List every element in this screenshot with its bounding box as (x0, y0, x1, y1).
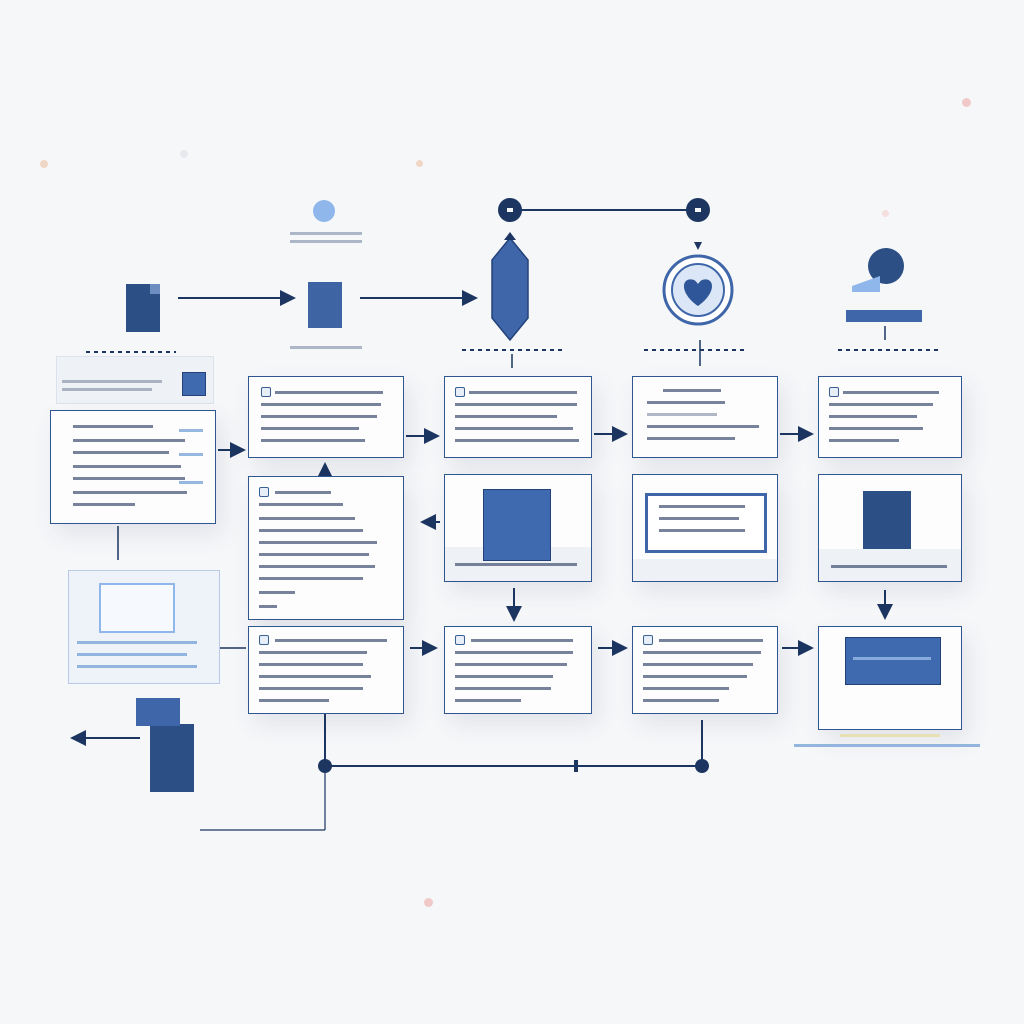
pedestal-block (150, 724, 194, 792)
input-stack-tab (182, 372, 206, 396)
preview-panel-2[interactable] (632, 474, 778, 582)
background-speck (882, 210, 889, 217)
pedestal-top (136, 698, 180, 726)
process-step-3[interactable] (632, 376, 778, 458)
process-step-4[interactable] (818, 376, 962, 458)
background-speck (416, 160, 423, 167)
junction-dot (695, 759, 709, 773)
background-speck (962, 98, 971, 107)
result-output[interactable] (818, 626, 962, 730)
process-step-1[interactable] (248, 376, 404, 458)
preview-panel-3[interactable] (818, 474, 962, 582)
background-speck (180, 150, 188, 158)
background-speck (40, 160, 48, 168)
database-caption (290, 346, 362, 349)
database-icon[interactable] (308, 282, 342, 328)
cloud-caption (290, 232, 362, 235)
review-panel[interactable] (248, 476, 404, 620)
result-output-caption (794, 744, 980, 747)
link-end-node-center (695, 208, 701, 212)
server-icon[interactable] (844, 246, 928, 326)
preview-panel-1[interactable] (444, 474, 592, 582)
junction-dot (318, 759, 332, 773)
heart-badge-icon[interactable] (658, 240, 738, 330)
link-start-node-center (507, 208, 513, 212)
result-step-3[interactable] (632, 626, 778, 714)
process-step-2[interactable] (444, 376, 592, 458)
result-step-2[interactable] (444, 626, 592, 714)
input-document[interactable] (50, 410, 216, 524)
background-speck (424, 898, 433, 907)
monitor-icon[interactable] (68, 570, 220, 684)
input-stack-line (62, 388, 152, 391)
result-step-1[interactable] (248, 626, 404, 714)
cloud-icon[interactable] (313, 200, 335, 222)
input-stack-line (62, 380, 162, 383)
document-icon-fold (150, 284, 160, 294)
cloud-caption (290, 240, 362, 243)
result-output-caption (840, 734, 940, 737)
junction-tick (574, 760, 578, 772)
shield-icon[interactable] (488, 232, 532, 344)
